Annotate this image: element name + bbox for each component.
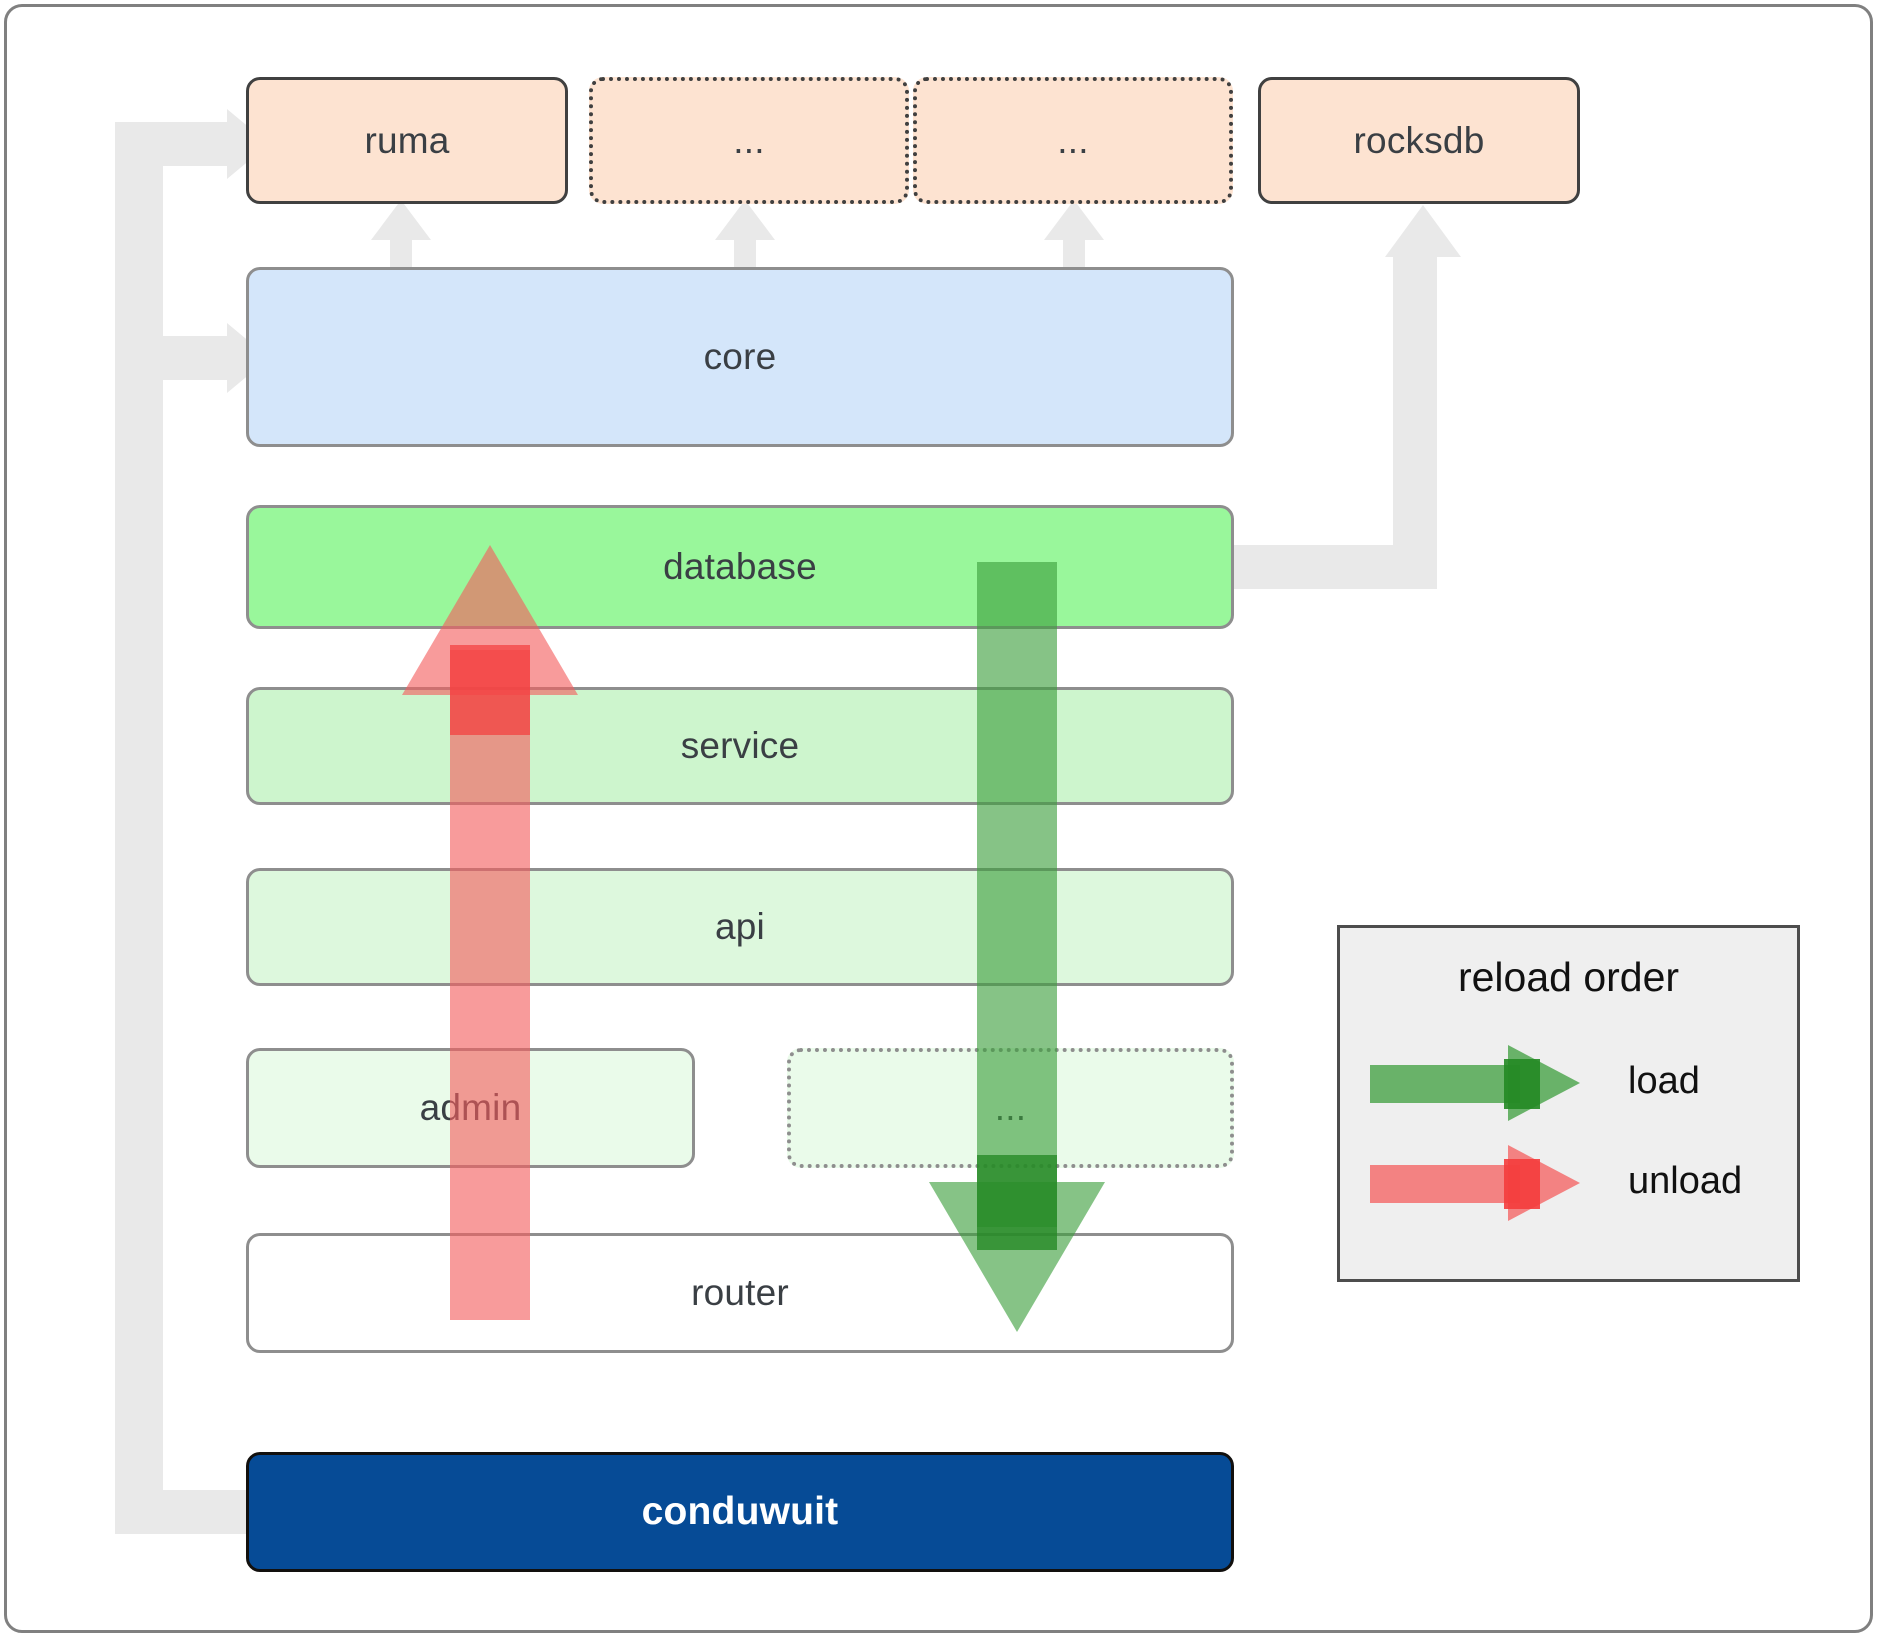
- crate-label-api: api: [715, 906, 765, 947]
- crate-label-service: service: [680, 725, 800, 766]
- connector-to-core-stem: [139, 336, 227, 380]
- dependency-box-ruma[interactable]: ruma: [246, 77, 568, 204]
- connector-db-to-rocksdb-arrowhead: [1385, 205, 1461, 257]
- dependency-label-placeholder-1: ...: [733, 119, 765, 161]
- crate-box-service[interactable]: service: [246, 687, 1234, 805]
- dependency-label-placeholder-2: ...: [1057, 119, 1089, 161]
- legend-load-notch: [1504, 1059, 1540, 1109]
- dependency-box-placeholder-1[interactable]: ...: [589, 77, 909, 204]
- legend-load-label: load: [1628, 1060, 1700, 1102]
- dependency-box-rocksdb[interactable]: rocksdb: [1258, 77, 1580, 204]
- connector-core-to-ruma-arrowhead: [371, 200, 431, 240]
- load-arrow-notch: [977, 1155, 1057, 1250]
- crate-label-database: database: [663, 546, 817, 587]
- legend-panel: reload order load unload: [1337, 925, 1800, 1282]
- connector-core-to-dots2-arrowhead: [1044, 200, 1104, 240]
- legend-load-bar: [1370, 1065, 1520, 1103]
- connector-to-ruma-stem: [139, 122, 227, 166]
- connector-core-to-dots1-arrowhead: [715, 200, 775, 240]
- crate-label-router: router: [691, 1272, 789, 1313]
- diagram-frame: [4, 4, 1873, 1633]
- crate-box-database[interactable]: database: [246, 505, 1234, 629]
- connector-db-to-rocksdb-horizontal: [1230, 545, 1416, 589]
- legend-title: reload order: [1457, 954, 1680, 1000]
- crate-box-api[interactable]: api: [246, 868, 1234, 986]
- connector-from-binary: [139, 1490, 255, 1534]
- load-arrow-shaft: [977, 562, 1057, 1227]
- dependency-label-ruma: ruma: [364, 119, 450, 161]
- legend-unload-label: unload: [1628, 1160, 1743, 1202]
- connector-left-spine: [115, 122, 163, 1534]
- legend-unload-notch: [1504, 1159, 1540, 1209]
- dependency-box-placeholder-2[interactable]: ...: [913, 77, 1233, 204]
- unload-arrow-shaft: [450, 650, 530, 1320]
- dependency-label-rocksdb: rocksdb: [1353, 119, 1485, 161]
- binary-box-conduwuit[interactable]: conduwuit: [246, 1452, 1234, 1572]
- crate-box-core[interactable]: core: [246, 267, 1234, 447]
- binary-label-conduwuit: conduwuit: [641, 1490, 839, 1533]
- unload-arrow-notch: [450, 645, 530, 735]
- legend-unload-bar: [1370, 1165, 1520, 1203]
- crate-label-core: core: [703, 336, 777, 377]
- connector-db-to-rocksdb-vertical: [1393, 255, 1437, 589]
